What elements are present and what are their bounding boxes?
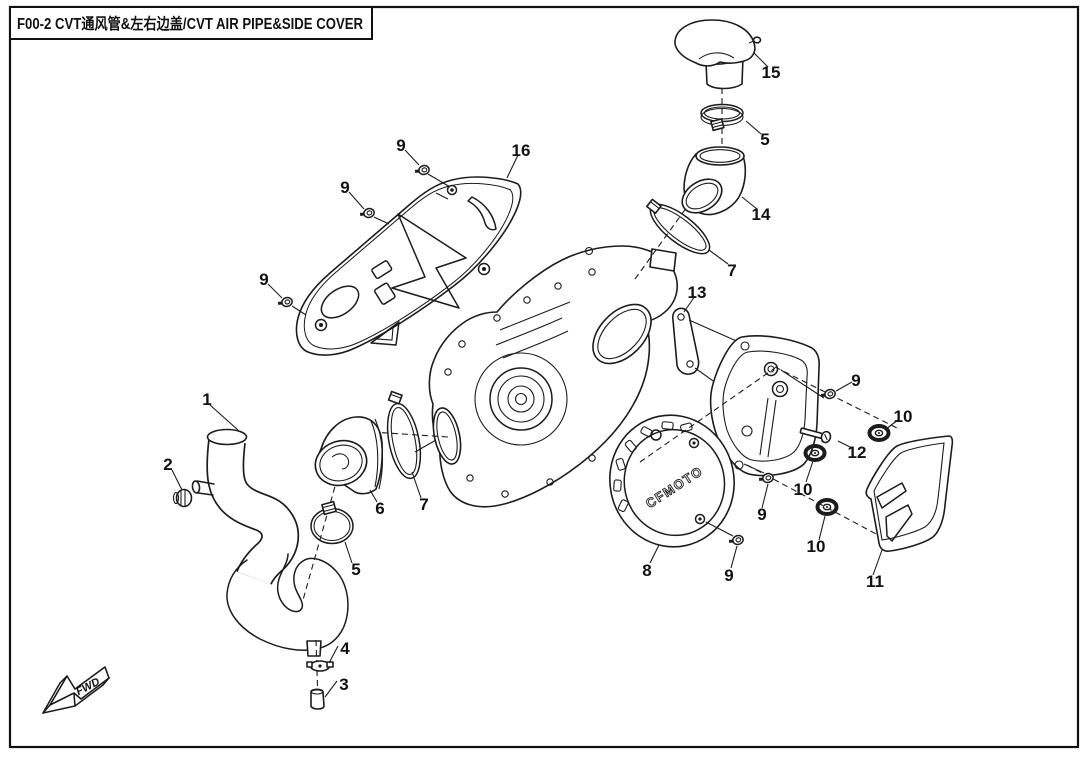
callout-13-bracket: 13 (688, 283, 707, 302)
vent-cap-2 (172, 488, 193, 508)
case-vent-duct-opening (432, 407, 462, 465)
callout-7-ring-upper: 7 (727, 261, 736, 280)
pipe-drain-nipple (306, 640, 322, 657)
cover16-z-slot (391, 213, 467, 309)
callout-9-screw-b: 9 (340, 178, 349, 197)
title-block: F00-2 CVT通风管&左右边盖/CVT AIR PIPE&SIDE COVE… (9, 6, 373, 40)
callout-15-intake-cap: 15 (762, 63, 781, 82)
pipe-tube-fill (207, 438, 298, 585)
callout-labels: 1 2 3 4 5 6 7 5 7 8 9 9 9 9 9 9 10 10 10… (163, 63, 912, 694)
cover-mount-frame (709, 335, 820, 477)
callout-4-drain-clamp: 4 (340, 639, 350, 658)
case-cvt-duct-opening (592, 303, 652, 365)
callout-3-drain-cap: 3 (339, 675, 348, 694)
callout-1-air-pipe: 1 (202, 390, 211, 409)
callout-6-elbow-boot: 6 (375, 499, 384, 518)
hose-clamp-5-lower (310, 500, 354, 545)
callout-7-ring-lower: 7 (419, 495, 428, 514)
callout-5-clamp-upper: 5 (760, 130, 769, 149)
page-border (8, 5, 1080, 749)
axis-elbow14 (634, 192, 698, 280)
callout-9-screw-c: 9 (259, 270, 268, 289)
callout-10-grommet-c: 10 (807, 537, 826, 556)
cvt-air-pipe-assembly (172, 428, 349, 657)
intake-cap-15 (674, 19, 762, 90)
callout-10-grommet-a: 10 (894, 407, 913, 426)
cover16-outline (295, 176, 522, 356)
seal-ring-7-lower (386, 390, 422, 480)
cvt-side-cover-8: CFMOTO (609, 414, 735, 548)
callout-10-grommet-b: 10 (794, 480, 813, 499)
callout-9-screw-e: 9 (757, 505, 766, 524)
callout-9-screw-d: 9 (851, 371, 860, 390)
pipe-top-opening (206, 428, 248, 446)
axis-ring7-lower (371, 431, 449, 438)
callout-5-clamp-lower: 5 (351, 560, 360, 579)
callout-14-elbow: 14 (752, 205, 771, 224)
leader-lines (171, 52, 899, 698)
cvt-cover-left (295, 176, 522, 356)
cover16-oval-hole (320, 285, 360, 319)
elbow-boot-6 (314, 416, 384, 495)
callout-12-bolt: 12 (848, 443, 867, 462)
callout-16-cvt-cover: 16 (512, 141, 531, 160)
rubber-elbow-14 (681, 146, 747, 216)
drain-cap-3 (310, 688, 325, 710)
hose-clamp-5-upper (700, 103, 744, 132)
callout-8-side-cover: 8 (642, 561, 651, 580)
callout-9-screw-f: 9 (724, 566, 733, 585)
callout-9-screw-a: 9 (396, 136, 405, 155)
seal-ring-7-upper (646, 198, 711, 255)
bracket-13 (671, 307, 742, 399)
title-box (9, 6, 373, 40)
drain-clamp-4 (306, 660, 334, 672)
page-title: F00-2 CVT通风管&左右边盖/CVT AIR PIPE&SIDE COVE… (17, 14, 363, 33)
axis-cover8-frame (639, 367, 776, 463)
callout-2-vent-cap: 2 (163, 455, 172, 474)
axis-frame-panel-top (774, 366, 898, 429)
callout-11-side-panel: 11 (866, 572, 884, 591)
bolt-12 (799, 427, 832, 444)
side-panel-11 (865, 435, 954, 552)
engine-case (428, 245, 679, 508)
case-duct-nub (649, 248, 677, 272)
